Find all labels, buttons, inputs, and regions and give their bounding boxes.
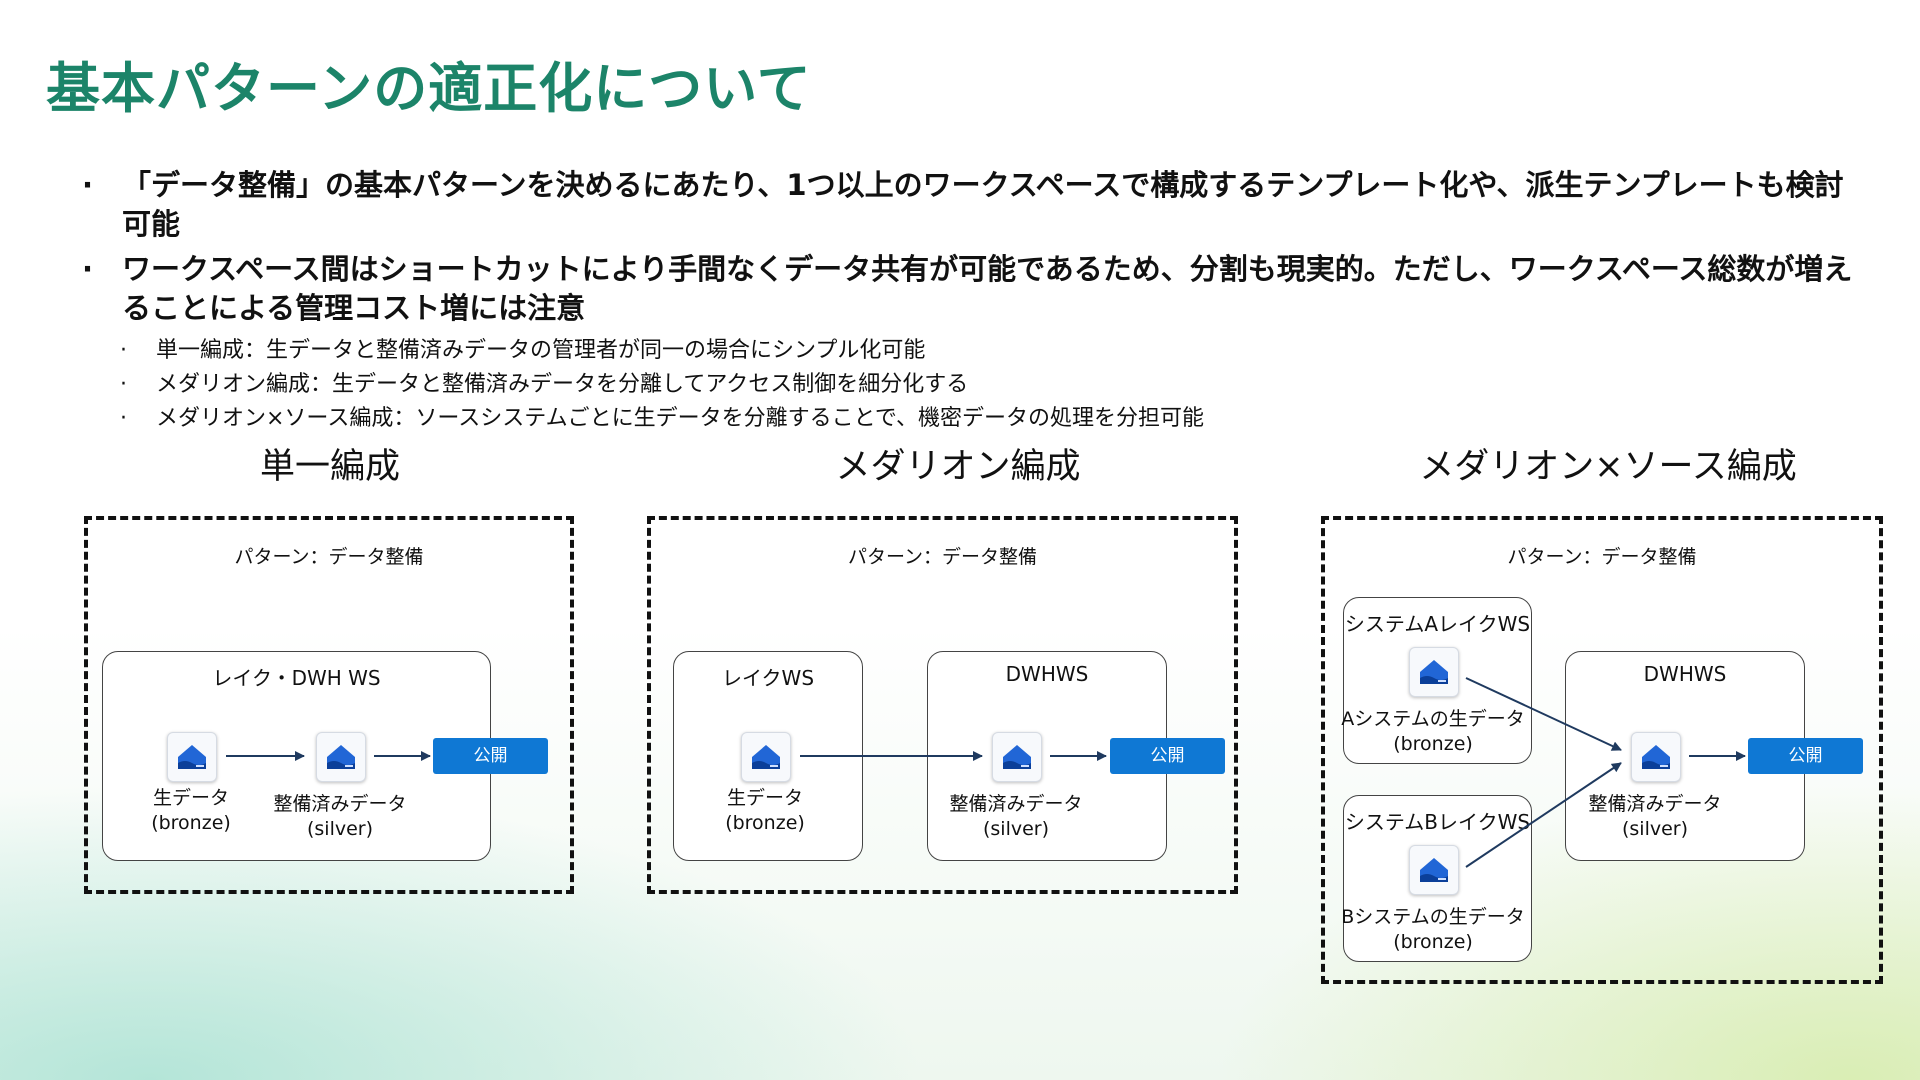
node-refined: 整備済みデータ (silver) [240, 792, 440, 842]
node-refined-text: 整備済みデータ (silver) [949, 793, 1083, 840]
lakehouse-icon [992, 732, 1042, 782]
ws-label: DWHWS [1005, 662, 1089, 686]
sub-bullet-2: メダリオン編成：生データと整備済みデータを分離してアクセス制御を細分化する [82, 368, 1862, 402]
sub-bullet-1: 単一編成：生データと整備済みデータの管理者が同一の場合にシンプル化可能 [82, 334, 1862, 368]
bullet-list: 「データ整備」の基本パターンを決めるにあたり、1つ以上のワークスペースで構成する… [82, 166, 1862, 436]
lakehouse-icon [1409, 647, 1459, 697]
publish-badge: 公開 [1110, 738, 1225, 774]
page-title: 基本パターンの適正化について [46, 57, 812, 120]
panel-medallion: パターン：データ整備 [647, 516, 1238, 894]
ws-label: レイクWS [721, 666, 815, 690]
panel-label: パターン：データ整備 [234, 546, 424, 568]
node-raw: 生データ (bronze) [665, 786, 865, 836]
lakehouse-icon [316, 732, 366, 782]
lakehouse-icon [741, 732, 791, 782]
node-raw-b-text: Bシステムの生データ (bronze) [1341, 906, 1525, 953]
node-refined: 整備済みデータ (silver) [916, 792, 1116, 842]
publish-badge: 公開 [1748, 738, 1863, 774]
node-refined-text: 整備済みデータ (silver) [273, 793, 407, 840]
lakehouse-icon [1409, 845, 1459, 895]
node-refined: 整備済みデータ (silver) [1555, 792, 1755, 842]
ws-label: システムBレイクWS [1344, 810, 1531, 834]
node-raw-b: Bシステムの生データ (bronze) [1333, 905, 1533, 955]
panel-label: パターン：データ整備 [1507, 546, 1697, 568]
panel-single: パターン：データ整備 [84, 516, 574, 894]
node-raw-a-text: Aシステムの生データ (bronze) [1341, 708, 1525, 755]
lakehouse-icon [1631, 732, 1681, 782]
publish-badge: 公開 [433, 738, 548, 774]
panel-source: パターン：データ整備 [1321, 516, 1883, 984]
panel-label: パターン：データ整備 [847, 546, 1038, 568]
node-raw-a: Aシステムの生データ (bronze) [1333, 707, 1533, 757]
ws-label: システムAレイクWS [1344, 612, 1531, 636]
bullet-1: 「データ整備」の基本パターンを決めるにあたり、1つ以上のワークスペースで構成する… [82, 166, 1862, 244]
section-title-single: 単一編成 [259, 447, 400, 487]
node-refined-text: 整備済みデータ (silver) [1588, 793, 1722, 840]
node-raw-text: 生データ (bronze) [151, 787, 231, 834]
ws-label: DWHWS [1643, 662, 1727, 686]
ws-label: レイク・DWH WS [212, 666, 381, 690]
section-title-medallion: メダリオン編成 [835, 447, 1081, 487]
node-raw: 生データ (bronze) [91, 786, 291, 836]
lakehouse-icon [167, 732, 217, 782]
section-title-source: メダリオン×ソース編成 [1419, 447, 1797, 487]
sub-bullet-3: メダリオン×ソース編成：ソースシステムごとに生データを分離することで、機密データ… [82, 402, 1862, 436]
node-raw-text: 生データ (bronze) [725, 787, 805, 834]
bullet-2: ワークスペース間はショートカットにより手間なくデータ共有が可能であるため、分割も… [82, 250, 1862, 328]
